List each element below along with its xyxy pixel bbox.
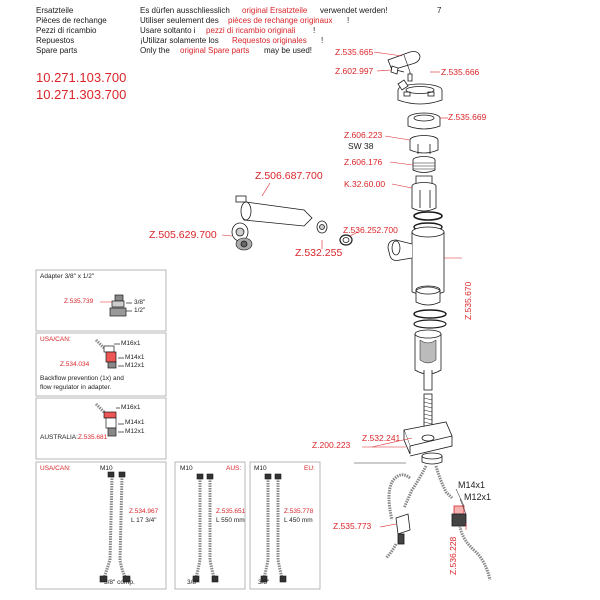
mounting-bracket-part: [403, 421, 453, 457]
hose-usa-region: USA/CAN:: [40, 465, 71, 472]
hose-fitting-773: [384, 513, 411, 560]
usa-can-note-2: flow regulator in adapter.: [40, 384, 112, 391]
hex-nut-part: [409, 135, 439, 154]
hose-usa-frame: [35, 461, 167, 590]
hose-aus-end: 3/8": [187, 579, 199, 586]
hose-eu-end: 3/8": [258, 579, 270, 586]
model-number-1: 10.271.103.700: [36, 70, 127, 85]
hose-eu-art: [262, 478, 284, 579]
threaded-ring-part: [412, 156, 436, 173]
grub-screw-part: [390, 65, 405, 75]
retaining-nut-part: [407, 112, 441, 130]
usa-can-m12: M12x1: [125, 362, 145, 369]
part-label-z535670: Z.535.670: [463, 281, 473, 320]
hose-aus-frame: [174, 461, 246, 590]
australia-m14: M14x1: [125, 419, 145, 426]
braided-hose-main: [387, 465, 454, 521]
hose-eu-m10: M10: [254, 465, 267, 472]
usa-can-box-frame: [35, 332, 167, 397]
hose-usa-length: L 17 3/4": [131, 517, 157, 524]
part-label-z606223: Z.606.223: [344, 130, 383, 140]
hose-eu-frame: [249, 461, 321, 590]
o-ring-body: [413, 309, 447, 319]
part-label-z535665: Z.535.665: [335, 47, 374, 57]
hose-eu-part: Z.535.778: [284, 508, 314, 515]
hose-aus-m10: M10: [180, 465, 193, 472]
washer-body: [413, 319, 447, 329]
australia-part: Z.535.681: [78, 434, 108, 441]
part-label-z200223: Z.200.223: [312, 440, 351, 450]
clip-ring-part: [415, 285, 441, 306]
part-label-sw38: SW 38: [348, 141, 374, 151]
usa-can-part: Z.534.034: [60, 361, 90, 368]
shank-part: [414, 329, 442, 391]
australia-adapter-art: [94, 402, 124, 437]
australia-m12: M12x1: [125, 428, 145, 435]
part-label-z535669: Z.535.669: [448, 112, 487, 122]
part-label-z606176: Z.606.176: [344, 157, 383, 167]
usa-can-m16: M16x1: [121, 340, 141, 347]
adapter-box-size-2: 1/2": [134, 307, 146, 314]
hose-usa-end: 3/8" comp.: [104, 579, 135, 586]
spray-connector-part: [316, 220, 328, 234]
faucet-body-part: [387, 226, 445, 296]
usa-can-m14: M14x1: [125, 354, 145, 361]
part-label-z535666: Z.535.666: [441, 67, 480, 77]
part-label-z505629: Z.505.629.700: [149, 229, 217, 241]
hose-usa-part: Z.534.967: [129, 508, 159, 515]
part-label-m12: M12x1: [464, 492, 492, 502]
part-label-z536252: Z.536.252.700: [343, 225, 398, 235]
adapter-art: [100, 294, 132, 317]
hose-usa-m10: M10: [100, 465, 113, 472]
usa-can-note-1: Backflow prevention (1x) and: [40, 375, 124, 382]
australia-m16: M16x1: [121, 404, 141, 411]
hose-aus-length: L 550 mm: [216, 517, 245, 524]
spray-head-part: [235, 195, 313, 227]
australia-box-frame: [35, 397, 167, 460]
part-label-z506687: Z.506.687.700: [255, 170, 323, 182]
part-label-z536228: Z.536.228: [448, 536, 458, 575]
adapter-box-title: Adapter 3/8" x 1/2": [40, 273, 95, 280]
hose-aus-art: [194, 478, 216, 579]
model-number-2: 10.271.303.700: [36, 87, 127, 102]
adapter-box-frame: [35, 269, 167, 332]
washer-part-252: [339, 234, 353, 246]
lever-cap-part: [397, 79, 443, 105]
page-number: 7: [437, 6, 442, 15]
part-label-z535773: Z.535.773: [333, 521, 372, 531]
hose-aus-region: AUS:: [226, 465, 242, 472]
part-label-z532241: Z.532.241: [362, 433, 401, 443]
adapter-box-size-1: 3/8": [134, 299, 146, 306]
o-ring-upper: [413, 211, 443, 221]
part-label-z532255: Z.532.255: [295, 247, 343, 259]
usa-can-region-label: USA/CAN:: [40, 336, 71, 343]
adapter-box-part: Z.535.739: [64, 298, 94, 305]
hose-aus-part: Z.535.651: [216, 508, 246, 515]
part-label-m14: M14x1: [458, 480, 486, 490]
australia-label: AUSTRALIA:: [40, 434, 78, 441]
lock-nut-part: [421, 452, 443, 465]
hose-usa-art: [102, 475, 128, 579]
cartridge-part: [411, 175, 437, 212]
part-label-z602997: Z.602.997: [335, 66, 374, 76]
hose-eu-length: L 450 mm: [284, 517, 313, 524]
spray-nozzle-part: [231, 222, 253, 251]
adapter-fitting-228: [451, 505, 492, 581]
part-label-k3260: K.32.60.00: [344, 179, 386, 189]
lever-handle-part: [387, 51, 421, 82]
hose-eu-region: EU:: [304, 465, 315, 472]
usa-can-adapter-art: [94, 338, 124, 369]
